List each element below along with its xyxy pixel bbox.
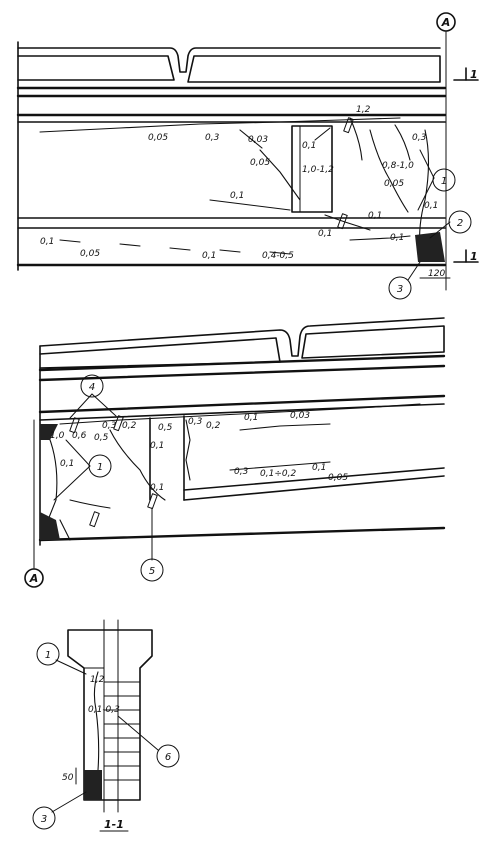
callout-t2: 2	[457, 218, 463, 229]
crack-width-m12: 0,3	[234, 467, 249, 477]
crack-width-t8: 1,0-1,2	[302, 165, 334, 175]
axis-a-label-bottom: A	[29, 572, 39, 585]
crack-width-t4: 0,1	[302, 141, 316, 151]
section-mark-label-1: 1	[470, 68, 478, 81]
support-hatch-left-top	[40, 424, 58, 440]
callout-s6: 6	[165, 752, 171, 763]
support-hatch-top	[415, 232, 445, 262]
callout-s1: 1	[45, 650, 51, 661]
crack-width-m6: 0,3	[188, 417, 203, 427]
callout-m1: 1	[97, 462, 103, 473]
callout-circle-m5	[140, 558, 164, 582]
crack-width-t16: 0,1	[202, 251, 216, 261]
section-outline	[67, 629, 153, 801]
callout-circle-t2	[448, 210, 472, 234]
section-mark-label-2: 1	[470, 250, 478, 263]
middle-crack-width-labels: 1,0 0,6 0,3 0,5 0,2 0,5 0,3 0,2 0,1 0,03…	[50, 411, 348, 493]
crack-width-m2: 0,3	[102, 421, 117, 431]
crack-width-m1: 0,6	[72, 431, 87, 441]
axis-a-marker-bottom: A	[24, 419, 44, 588]
crack-width-m10: 0,1	[150, 441, 164, 451]
crack-width-t7: 0,05	[250, 158, 270, 168]
crack-width-t0: 1,2	[356, 105, 371, 115]
crack-width-t6: 0,8-1,0	[382, 161, 414, 171]
crack-width-t18: 0,1	[318, 229, 332, 239]
support-hatch-left-bottom	[40, 512, 60, 540]
callout-m5: 5	[149, 566, 155, 577]
crack-width-m8: 0,1	[244, 413, 258, 423]
crack-width-t17: 0,4-0,5	[262, 251, 294, 261]
crack-width-m14: 0,1	[312, 463, 326, 473]
crack-width-t14: 0,1	[40, 237, 54, 247]
axis-a-marker-top: A	[436, 12, 456, 291]
top-view-cracks	[39, 117, 430, 255]
section-crack-width-1: 0,1-0,3	[88, 705, 120, 715]
middle-view-cracks	[45, 403, 421, 541]
section-support-hatch	[84, 770, 102, 800]
crack-width-m9: 0,03	[290, 411, 310, 421]
middle-elevation-view: A 1,0 0,6 0,3 0,5 0,2 0,5	[24, 317, 446, 588]
crack-width-t15: 0,05	[80, 249, 100, 259]
section-crack-width-0: 1,2	[90, 675, 105, 685]
crack-width-t3: 0,03	[248, 135, 268, 145]
callout-circle-s6	[156, 744, 180, 768]
section-1-1-view: 50 1,2 0,1-0,3 1 6 3 1-1	[32, 619, 180, 832]
section-mark-top-right: 1 1	[453, 67, 479, 263]
callout-circle-m1	[88, 454, 112, 478]
crack-width-t1: 0,05	[148, 133, 168, 143]
middle-callouts: 4 1 5	[53, 374, 164, 582]
crack-width-m15: 0,05	[328, 473, 348, 483]
callout-circle-t1	[432, 168, 456, 192]
crack-width-m4: 0,2	[122, 421, 137, 431]
section-block-lines	[83, 667, 141, 781]
crack-width-t9: 0,05	[384, 179, 404, 189]
callout-t1: 1	[441, 176, 447, 187]
callout-s3: 3	[41, 814, 47, 825]
top-beam-outline	[16, 41, 447, 271]
crack-width-m3: 0,5	[94, 433, 109, 443]
top-elevation-view: A 1 1	[16, 12, 479, 300]
dimension-50-label: 50	[62, 773, 74, 783]
callout-circle-t3	[388, 276, 412, 300]
callout-circle-s1	[36, 642, 60, 666]
top-crack-width-labels: 1,2 0,05 0,3 0,03 0,1 0,3 0,8-1,0 0,05 1…	[40, 105, 438, 261]
crack-width-m7: 0,2	[206, 421, 221, 431]
section-caption: 1-1	[104, 818, 124, 831]
crack-width-m5: 0,5	[158, 423, 173, 433]
crack-width-t12: 0,1	[368, 211, 382, 221]
top-slab-panels	[16, 47, 447, 123]
crack-width-t2: 0,3	[205, 133, 220, 143]
section-crack	[93, 671, 100, 771]
axis-a-label-top: A	[441, 16, 451, 29]
crack-width-m16: 0,1	[150, 483, 164, 493]
top-callouts: 1 2 3	[388, 149, 472, 300]
crack-width-t13: 0,1	[390, 233, 404, 243]
section-callouts: 1 6 3	[32, 642, 180, 830]
callout-circle-m4	[80, 374, 104, 398]
dimension-120-label: 120	[428, 269, 445, 279]
crack-width-t11: 0,1	[424, 201, 438, 211]
crack-width-m13: 0,1÷0,2	[260, 469, 296, 479]
crack-width-t5: 0,3	[412, 133, 427, 143]
middle-slab-panels	[38, 317, 446, 546]
callout-m4: 4	[89, 382, 95, 393]
crack-width-m0: 1,0	[50, 431, 65, 441]
crack-width-m11: 0,1	[60, 459, 74, 469]
callout-circle-s3	[32, 806, 56, 830]
crack-width-t10: 0,1	[230, 191, 244, 201]
callout-t3: 3	[397, 284, 403, 295]
